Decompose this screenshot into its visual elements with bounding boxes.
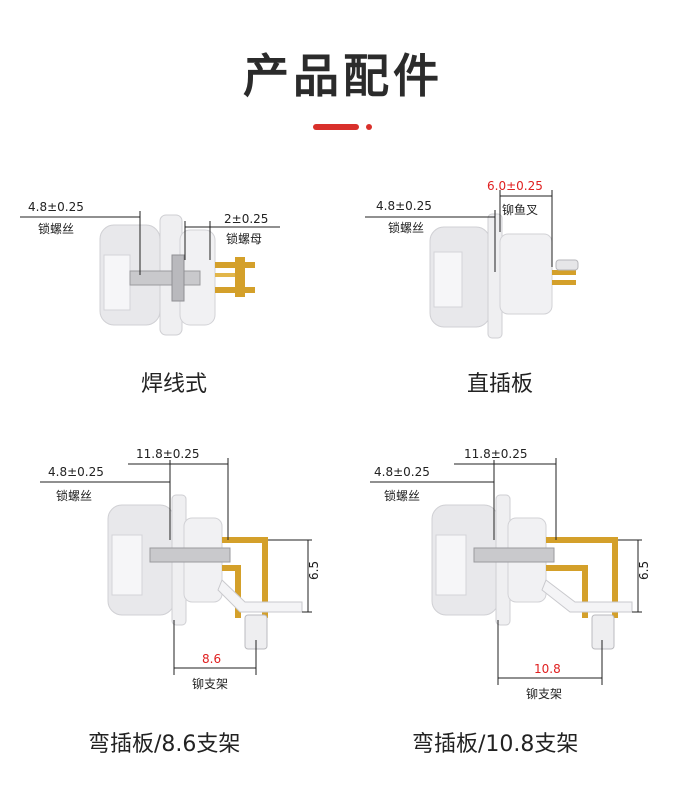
bracket	[217, 579, 303, 613]
dim-total-value: 11.8±0.25	[464, 447, 528, 461]
dim-nut-value: 2±0.25	[224, 212, 268, 226]
dim-fork-value: 6.0±0.25	[487, 179, 543, 193]
panel-caption-solder: 焊线式	[141, 372, 208, 397]
dim-screw-label: 锁螺丝	[38, 221, 74, 236]
dim-fork-length	[499, 190, 553, 267]
panel-angled-10-8: 4.8±0.25 锁螺丝 11.8±0.25 6.5 10.8 铆支架	[370, 447, 651, 701]
dim-height-value: 6.5	[637, 561, 651, 580]
panel-caption-angled-10-8: 弯插板/10.8支架	[412, 732, 579, 757]
dim-bracket-value: 10.8	[534, 662, 561, 676]
dim-bracket-value: 8.6	[202, 652, 221, 666]
connector-body	[431, 494, 555, 626]
panel-solder-type: 4.8±0.25 锁螺丝 2±0.25 锁螺母	[20, 200, 280, 336]
dim-screw-length	[365, 210, 496, 272]
panel-caption-straight: 直插板	[467, 372, 534, 397]
dim-total-length	[454, 458, 557, 540]
connector-body	[429, 213, 553, 339]
dim-screw-label: 锁螺丝	[384, 488, 420, 503]
panel-caption-angled-8-6: 弯插板/8.6支架	[88, 732, 241, 757]
dim-screw-length	[40, 460, 171, 540]
dim-bracket-length	[173, 620, 257, 675]
page-title: 产品配件	[243, 49, 443, 103]
dim-bracket-label: 铆支架	[192, 676, 228, 691]
dim-fork-label: 铆鱼叉	[502, 202, 538, 217]
angled-pins	[546, 537, 618, 650]
dim-screw-value: 4.8±0.25	[48, 465, 104, 479]
title-accent-bar	[313, 124, 359, 130]
dim-screw-length	[20, 211, 141, 275]
dim-screw-label: 锁螺丝	[388, 220, 424, 235]
panel-straight-pcb: 4.8±0.25 锁螺丝 6.0±0.25 铆鱼叉	[365, 179, 579, 339]
straight-pins	[552, 259, 579, 285]
dim-height-value: 6.5	[307, 561, 321, 580]
dim-screw-label: 锁螺丝	[56, 488, 92, 503]
dim-bracket-length	[497, 620, 603, 685]
panel-angled-8-6: 4.8±0.25 锁螺丝 11.8±0.25 6.5 8.6 铆支架	[40, 447, 321, 691]
dim-total-value: 11.8±0.25	[136, 447, 200, 461]
connector-body	[99, 214, 216, 336]
dim-height	[268, 539, 312, 613]
dim-bracket-label: 铆支架	[526, 686, 562, 701]
solder-pins	[215, 257, 255, 297]
dim-screw-value: 4.8±0.25	[374, 465, 430, 479]
title-accent-dot	[366, 124, 372, 130]
connector-body	[107, 494, 231, 626]
dim-screw-value: 4.8±0.25	[28, 200, 84, 214]
dim-total-length	[128, 458, 229, 540]
dim-nut-length	[184, 221, 280, 260]
dim-screw-value: 4.8±0.25	[376, 199, 432, 213]
dim-nut-label: 锁螺母	[226, 231, 262, 246]
dim-height	[618, 539, 642, 613]
dim-screw-length	[370, 460, 495, 540]
